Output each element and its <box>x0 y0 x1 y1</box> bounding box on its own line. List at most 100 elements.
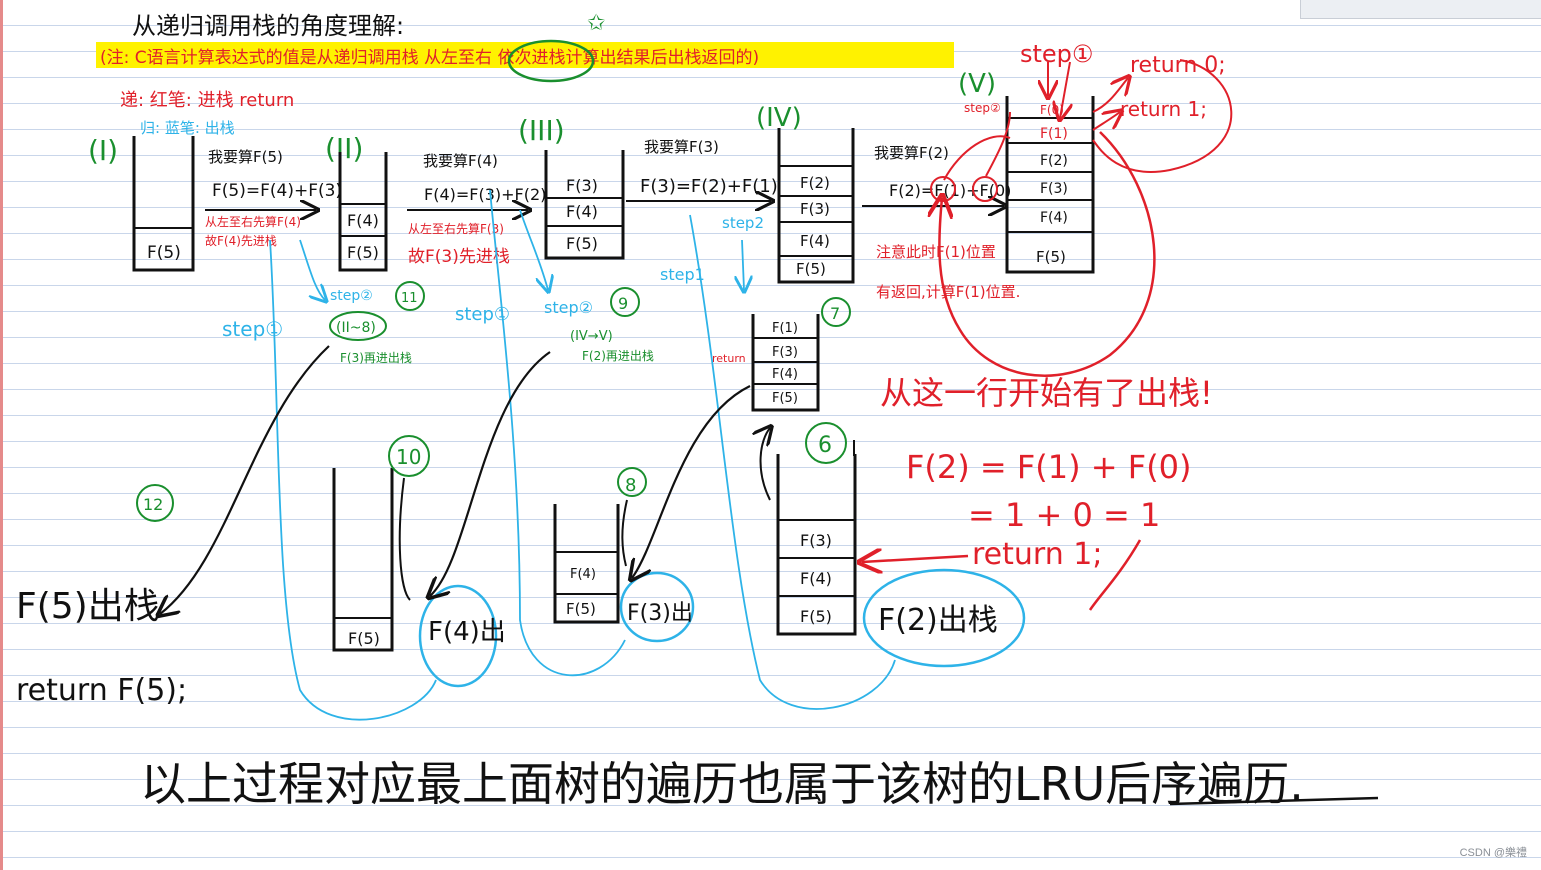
return-1: return 1; <box>1120 97 1207 121</box>
pop-f3: F(3)出 <box>627 601 693 626</box>
stack-3-cell: F(5) <box>566 234 598 253</box>
step-label-e: step1 <box>660 265 705 284</box>
stack-2 <box>338 152 388 272</box>
calc-4: 我要算F(2) <box>874 144 949 162</box>
range-note-11: (II~8) <box>336 320 376 336</box>
note-2: 从左至右先算F(3) <box>408 221 504 236</box>
range-sub-9: F(2)再进出栈 <box>582 348 654 363</box>
stage-label-5: (V) <box>958 69 996 99</box>
stack-8-cell: F(4) <box>570 567 596 582</box>
step-9-badge <box>610 287 640 317</box>
step-11-badge <box>395 281 425 311</box>
eq-line-1: F(2) = F(1) + F(0) <box>906 448 1192 486</box>
range-circle-11 <box>329 311 387 341</box>
stage-label-1: (I) <box>88 134 118 167</box>
pop-f5: F(5)出栈 <box>16 586 160 627</box>
bottom-sentence: 以上过程对应最上面树的遍历也属于该树的LRU后序遍历. <box>140 757 1304 811</box>
stage-label-3: (III) <box>518 114 565 147</box>
eq-2: F(4)=F(3)+F(2) <box>424 185 546 204</box>
start-pop-note: 从这一行开始有了出栈! <box>880 374 1213 412</box>
calc-3: 我要算F(3) <box>644 138 719 156</box>
page-title: 从递归调用栈的角度理解: <box>132 12 404 40</box>
step-12-label: 12 <box>143 495 163 514</box>
stack-2-cell: F(4) <box>347 211 379 230</box>
stack-6-cell: F(5) <box>800 607 832 626</box>
eq-4: F(2)=F(1)+F(0) <box>889 181 1011 200</box>
step-10-label: 10 <box>396 445 421 469</box>
step-8-label: 8 <box>625 475 636 496</box>
csdn-watermark: CSDN @樂禮 <box>1459 847 1527 859</box>
highlight-note: (注: C语言计算表达式的值是从递归调用栈 从左至右 依次进栈计算出结果后出栈返… <box>100 48 759 68</box>
pop-f4: F(4)出 <box>428 617 506 647</box>
window-tab-fragment[interactable] <box>1300 0 1541 19</box>
range-sub-11: F(3)再进出栈 <box>340 350 412 365</box>
stack-3-cell: F(3) <box>566 176 598 195</box>
stack-6-cell: F(4) <box>800 569 832 588</box>
stack-5-cell: F(2) <box>1040 153 1068 169</box>
calc-1: 我要算F(5) <box>208 148 283 166</box>
return-small: return <box>712 352 746 365</box>
pop-f2-circle <box>862 568 1026 668</box>
step-label-f: step2 <box>722 214 764 232</box>
stack-6 <box>776 454 857 636</box>
pop-f2: F(2)出栈 <box>878 603 998 638</box>
stack-4-cell: F(4) <box>800 232 830 250</box>
range-note-9: (IV→V) <box>570 329 613 344</box>
stack-8 <box>553 504 620 624</box>
stack-5 <box>1005 96 1095 274</box>
note-4: 注意此时F(1)位置 <box>876 243 996 261</box>
star-icon: ✩ <box>587 11 605 36</box>
step-7-label: 7 <box>830 304 840 323</box>
pop-f3-circle <box>619 571 695 643</box>
stack-5-cell: F(3) <box>1040 181 1068 197</box>
eq-3: F(3)=F(2)+F(1) <box>640 176 778 197</box>
note-1b: 故F(4)先进栈 <box>205 233 277 248</box>
step-label-c: step② <box>330 288 373 304</box>
stack-7-cell: F(3) <box>772 345 798 360</box>
stack-1 <box>132 136 195 272</box>
stack-5-cell: F(5) <box>1036 248 1066 266</box>
stack-7-cell: F(5) <box>772 391 798 406</box>
notebook-margin-line <box>0 0 3 870</box>
note-2b: 故F(3)先进栈 <box>408 247 510 267</box>
stack-4-cell: F(2) <box>800 174 830 192</box>
stack-3-cell: F(4) <box>566 202 598 221</box>
eq-1: F(5)=F(4)+F(3) <box>212 181 342 201</box>
stack-8-cell: F(5) <box>566 600 596 618</box>
step-8-badge <box>617 467 647 497</box>
return-f5: return F(5); <box>16 673 187 708</box>
step-6-badge <box>805 422 847 464</box>
stack-4-cell: F(5) <box>796 260 826 278</box>
step-label-d: step② <box>544 298 593 317</box>
stack-7-cell: F(1) <box>772 321 798 336</box>
eq-line-2: = 1 + 0 = 1 <box>968 496 1160 534</box>
step-11-label: 11 <box>401 291 418 306</box>
stack-1-cell: F(5) <box>147 243 181 263</box>
stack-7-cell: F(4) <box>772 367 798 382</box>
note-1: 从左至右先算F(4) <box>205 214 301 229</box>
stack-5-cell: F(4) <box>1040 210 1068 226</box>
stack-5-cell: F(1) <box>1040 126 1068 142</box>
stack-2-cell: F(5) <box>347 243 379 262</box>
stage-label-2: (II) <box>325 132 363 165</box>
emphasis-circle <box>507 39 595 83</box>
stack-10-cell: F(5) <box>348 629 380 648</box>
step-label-b: step① <box>455 304 510 325</box>
step-6-label: 6 <box>818 433 832 458</box>
step-top: step① <box>1020 40 1093 68</box>
stack-6-cell: F(3) <box>800 531 832 550</box>
step-12-badge <box>136 484 174 522</box>
pop-f4-circle <box>418 584 498 688</box>
step-7-badge <box>821 297 851 327</box>
stack-4 <box>777 128 855 284</box>
stack-4-cell: F(3) <box>800 200 830 218</box>
lru-underline <box>1169 796 1379 806</box>
calc-2: 我要算F(4) <box>423 152 498 170</box>
step-9-label: 9 <box>618 294 628 313</box>
legend-blue: 归: 蓝笔: 出栈 <box>140 119 235 137</box>
step-v: step② <box>964 101 1001 115</box>
eq-return: return 1; <box>972 537 1102 572</box>
stack-3 <box>544 150 625 260</box>
step-10-badge <box>388 435 430 477</box>
